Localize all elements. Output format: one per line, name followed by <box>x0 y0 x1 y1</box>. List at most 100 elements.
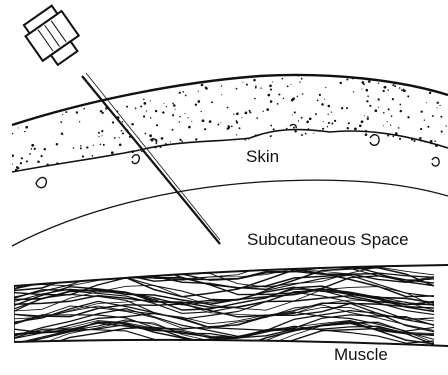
stipple-dot <box>254 144 257 147</box>
stipple-dot <box>246 142 247 143</box>
stipple-dot <box>321 139 323 141</box>
stipple-dot <box>305 133 307 135</box>
stipple-dot <box>368 152 370 154</box>
stipple-dot <box>427 126 429 128</box>
stipple-dot <box>421 111 423 113</box>
stipple-dot <box>290 154 292 156</box>
stipple-dot <box>383 90 385 92</box>
stipple-dot <box>270 72 271 73</box>
stipple-dot <box>319 169 322 172</box>
stipple-dot <box>406 76 408 78</box>
stipple-dot <box>315 113 317 115</box>
stipple-dot <box>292 97 295 100</box>
stipple-dot <box>441 131 443 133</box>
stipple-dot <box>19 84 21 86</box>
stipple-dot <box>427 79 428 80</box>
stipple-dot <box>16 96 17 97</box>
stipple-dot <box>66 94 68 96</box>
stipple-dot <box>145 133 147 135</box>
stipple-dot <box>234 168 235 169</box>
stipple-dot <box>428 81 429 82</box>
stipple-dot <box>132 72 134 74</box>
stipple-dot <box>277 103 279 105</box>
stipple-dot <box>205 86 208 89</box>
stipple-dot <box>99 82 102 85</box>
stipple-dot <box>281 144 282 145</box>
stipple-dot <box>356 140 358 142</box>
stipple-dot <box>235 170 236 171</box>
stipple-dot <box>61 74 63 76</box>
stipple-dot <box>325 87 326 88</box>
stipple-dot <box>195 138 197 140</box>
stipple-dot <box>410 162 412 164</box>
stipple-dot <box>217 124 219 126</box>
stipple-dot <box>361 89 362 90</box>
epidermis-layer <box>11 71 448 172</box>
stipple-dot <box>374 159 376 161</box>
stipple-dot <box>389 153 390 154</box>
stipple-dot <box>85 166 88 169</box>
stipple-dot <box>150 117 152 119</box>
stipple-dot <box>31 144 34 147</box>
stipple-dot <box>162 112 163 113</box>
stipple-dot <box>322 128 324 130</box>
stipple-dot <box>204 158 206 160</box>
stipple-dot <box>425 167 426 168</box>
stipple-dot <box>341 107 343 109</box>
stipple-dot <box>17 111 19 113</box>
stipple-dot <box>294 111 296 113</box>
stipple-dot <box>248 139 250 141</box>
stipple-dot <box>321 103 324 106</box>
stipple-dot <box>437 102 439 104</box>
stipple-dot <box>188 126 191 129</box>
stipple-dot <box>354 128 357 131</box>
stipple-dot <box>239 127 241 129</box>
stipple-dot <box>444 90 446 92</box>
stipple-dot <box>96 73 98 75</box>
stipple-dot <box>105 75 107 77</box>
stipple-dot <box>44 97 47 100</box>
stipple-dot <box>49 100 51 102</box>
stipple-dot <box>30 80 32 82</box>
stipple-dot <box>241 117 242 118</box>
stipple-dot <box>287 85 289 87</box>
stipple-dot <box>163 103 164 104</box>
stipple-dot <box>195 104 197 106</box>
stipple-dot <box>419 137 421 139</box>
stipple-dot <box>255 85 257 87</box>
stipple-dot <box>378 98 380 100</box>
stipple-dot <box>263 111 264 112</box>
stipple-dot <box>282 145 284 147</box>
stipple-dot <box>155 110 157 112</box>
stipple-dot <box>101 135 102 136</box>
stipple-dot <box>427 158 428 159</box>
stipple-dot <box>369 105 371 107</box>
stipple-dot <box>48 81 50 83</box>
stipple-dot <box>270 100 273 103</box>
stipple-dot <box>34 100 35 101</box>
stipple-dot <box>64 92 66 94</box>
stipple-dot <box>111 71 114 74</box>
stipple-dot <box>97 74 99 76</box>
stipple-dot <box>398 127 400 129</box>
stipple-dot <box>407 147 409 149</box>
stipple-dot <box>37 160 40 163</box>
stipple-dot <box>327 126 328 127</box>
stipple-dot <box>50 77 52 79</box>
stipple-dot <box>108 92 110 94</box>
stipple-dot <box>278 93 280 95</box>
stipple-dot <box>17 75 19 77</box>
stipple-dot <box>414 149 416 151</box>
stipple-dot <box>14 75 16 77</box>
stipple-dot <box>99 75 100 76</box>
stipple-dot <box>423 155 426 158</box>
stipple-dot <box>396 160 399 163</box>
stipple-dot <box>106 165 108 167</box>
stipple-dot <box>348 122 350 124</box>
stipple-dot <box>150 100 151 101</box>
stipple-dot <box>173 104 176 107</box>
stipple-dot <box>302 144 303 145</box>
stipple-dot <box>201 84 204 87</box>
stipple-dot <box>41 155 43 157</box>
